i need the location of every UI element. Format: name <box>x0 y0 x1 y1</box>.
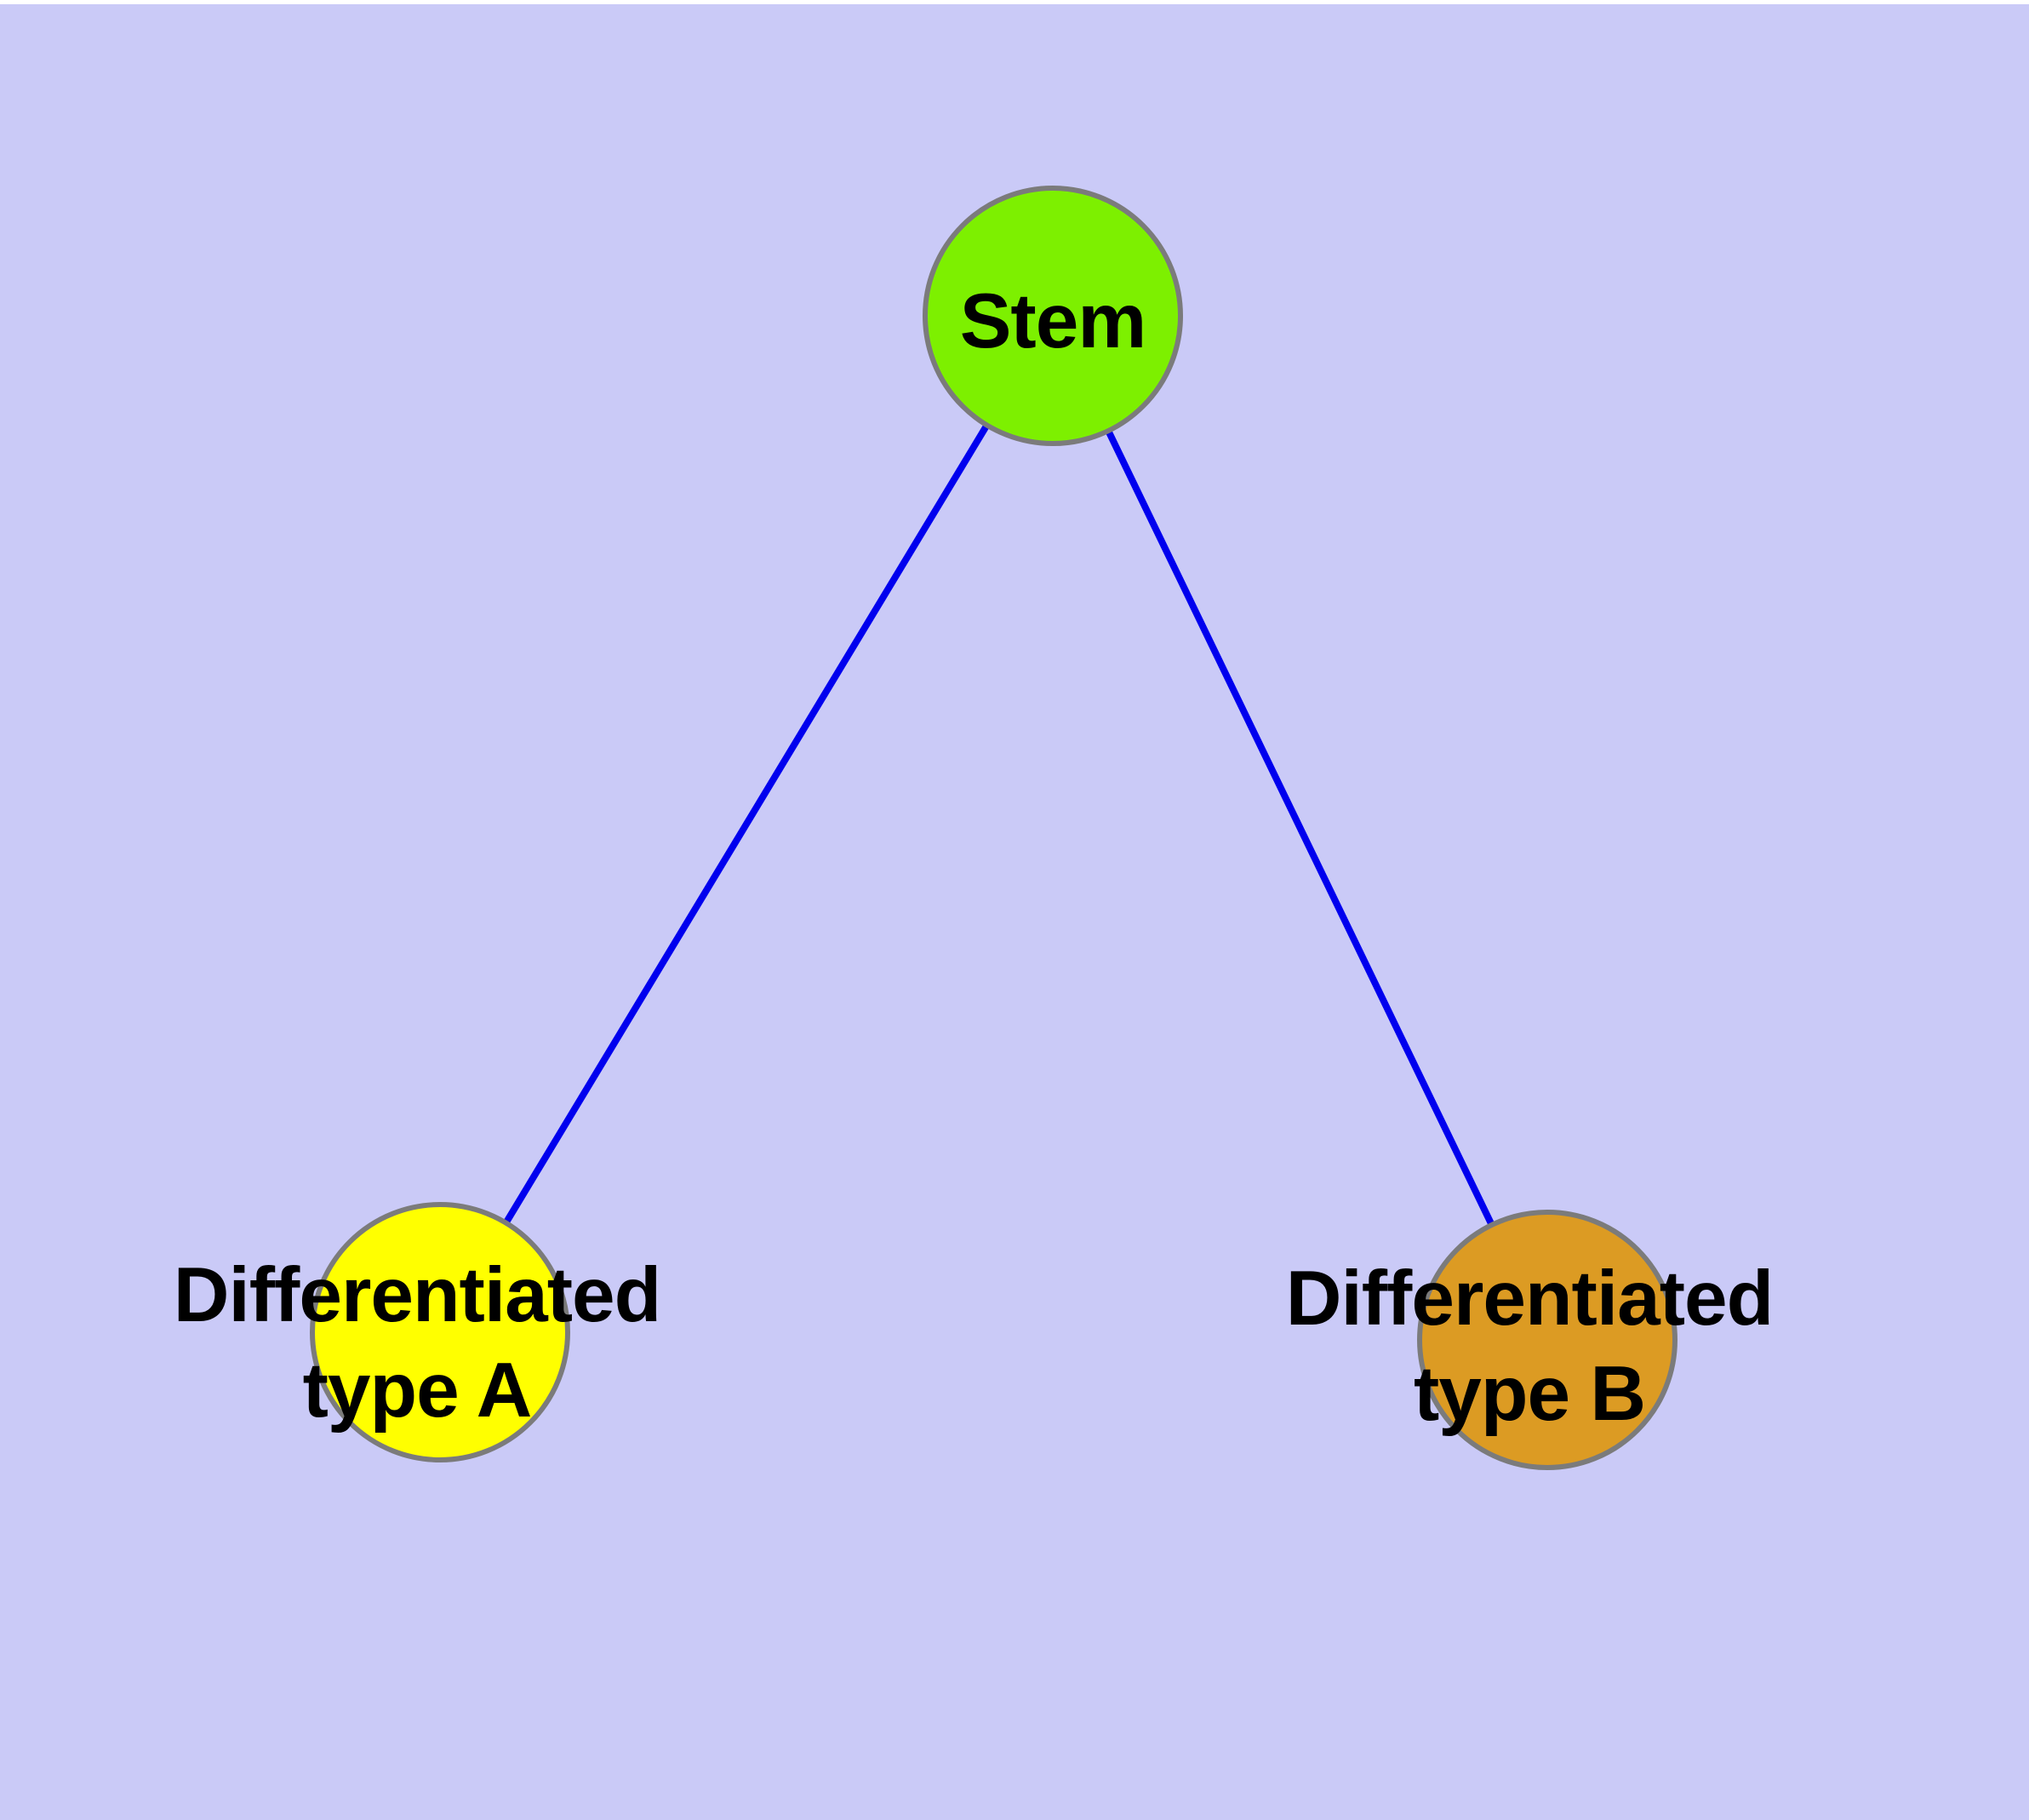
node-label-type-b-line2: type B <box>1413 1351 1646 1437</box>
node-stem <box>923 186 1183 446</box>
edge-stem-to-type-b <box>1049 314 1551 1342</box>
node-label-differentiated-type-a: Differentiated type A <box>173 1248 662 1439</box>
node-label-differentiated-type-b: Differentiated type B <box>1285 1251 1775 1442</box>
node-label-type-a-line1: Differentiated <box>173 1252 662 1338</box>
node-label-stem-text: Stem <box>959 278 1147 364</box>
node-label-type-b-line1: Differentiated <box>1285 1256 1775 1342</box>
node-label-stem: Stem <box>959 274 1147 369</box>
node-label-type-a-line2: type A <box>302 1348 533 1434</box>
edge-stem-to-type-a <box>437 313 1056 1335</box>
node-differentiated-type-a <box>310 1202 570 1462</box>
node-differentiated-type-b <box>1417 1210 1677 1470</box>
graph-canvas <box>310 186 1677 1470</box>
diagram-background: Stem Differentiated type A Differentiate… <box>0 4 2029 1820</box>
